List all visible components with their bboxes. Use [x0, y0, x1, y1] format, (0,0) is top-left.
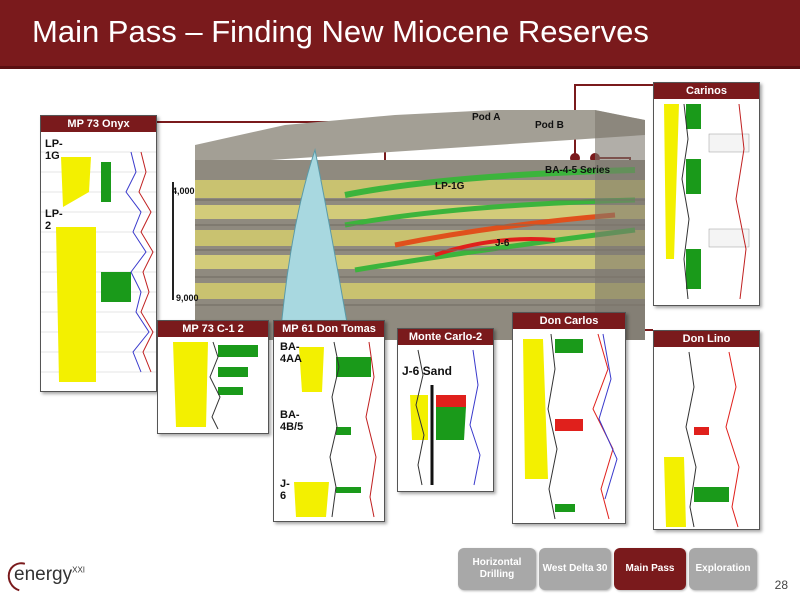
- well-log-svg: [41, 151, 156, 382]
- panel-mp73-onyx: MP 73 Onyx LP-1G LP-2: [40, 115, 157, 392]
- label-ba-4aa: BA-4AA: [280, 341, 303, 365]
- well-log-svg: [664, 103, 750, 300]
- panel-title: Carinos: [654, 83, 759, 99]
- label-pod-a: Pod A: [472, 112, 501, 123]
- panel-don-lino: Don Lino: [653, 330, 760, 530]
- slide-title: Main Pass – Finding New Miocene Reserves: [32, 14, 649, 49]
- label-j-6: J-6: [495, 238, 510, 249]
- well-log-svg: [173, 341, 258, 430]
- label-j-6-sand: J-6 Sand: [402, 364, 453, 378]
- well-log: [274, 337, 384, 521]
- panel-don-carlos: Don Carlos: [512, 312, 626, 524]
- logo-swoosh-icon: [2, 557, 42, 597]
- well-log: [398, 345, 493, 491]
- label-ba-4-5-series: BA-4-5 Series: [545, 165, 611, 176]
- nav-main-pass[interactable]: Main Pass: [614, 548, 686, 590]
- panel-mp61-don-tomas: MP 61 Don Tomas BA-4AA BA-4B/5 J-6: [273, 320, 385, 522]
- well-log-svg: [523, 333, 618, 520]
- block-diagram-svg: [195, 110, 645, 340]
- label-ba-4b5: BA-4B/5: [280, 409, 304, 433]
- title-bar: Main Pass – Finding New Miocene Reserves: [0, 0, 800, 69]
- panel-title: Don Lino: [654, 331, 759, 347]
- page-number: 28: [774, 578, 788, 592]
- panel-carinos: Carinos: [653, 82, 760, 306]
- well-log: [654, 347, 759, 529]
- label-lp-1g: LP-1G: [45, 138, 63, 162]
- label-lp-1g: LP-1G: [435, 181, 465, 192]
- well-log: [513, 329, 625, 523]
- nav-horizontal-drilling[interactable]: Horizontal Drilling: [458, 548, 536, 590]
- reservoir-block-diagram: Pod A Pod B BA-4-5 Series LP-1G J-6: [195, 105, 645, 340]
- label-j-6: J-6: [280, 478, 290, 502]
- panel-title: MP 73 Onyx: [41, 116, 156, 132]
- well-log: [158, 337, 268, 433]
- well-log-svg: [294, 341, 377, 518]
- depth-top-label: 4,000: [172, 186, 195, 196]
- panel-title: Monte Carlo-2: [398, 329, 493, 345]
- panel-title: MP 73 C-1 2: [158, 321, 268, 337]
- label-pod-b: Pod B: [535, 120, 564, 131]
- well-log-svg: [664, 351, 740, 528]
- company-logo: energyXXI: [2, 557, 85, 597]
- panel-mp73-c12: MP 73 C-1 2: [157, 320, 269, 434]
- nav-west-delta-30[interactable]: West Delta 30: [539, 548, 611, 590]
- nav-exploration[interactable]: Exploration: [689, 548, 757, 590]
- panel-title: Don Carlos: [513, 313, 625, 329]
- well-log: [41, 132, 156, 391]
- panel-title: MP 61 Don Tomas: [274, 321, 384, 337]
- label-lp-2: LP-2: [45, 208, 63, 232]
- well-log-svg: [410, 349, 481, 486]
- well-log: [654, 99, 759, 305]
- depth-scale: [172, 182, 182, 300]
- panel-monte-carlo-2: Monte Carlo-2 J-6 Sand: [397, 328, 494, 492]
- depth-bottom-label: 9,000: [176, 293, 199, 303]
